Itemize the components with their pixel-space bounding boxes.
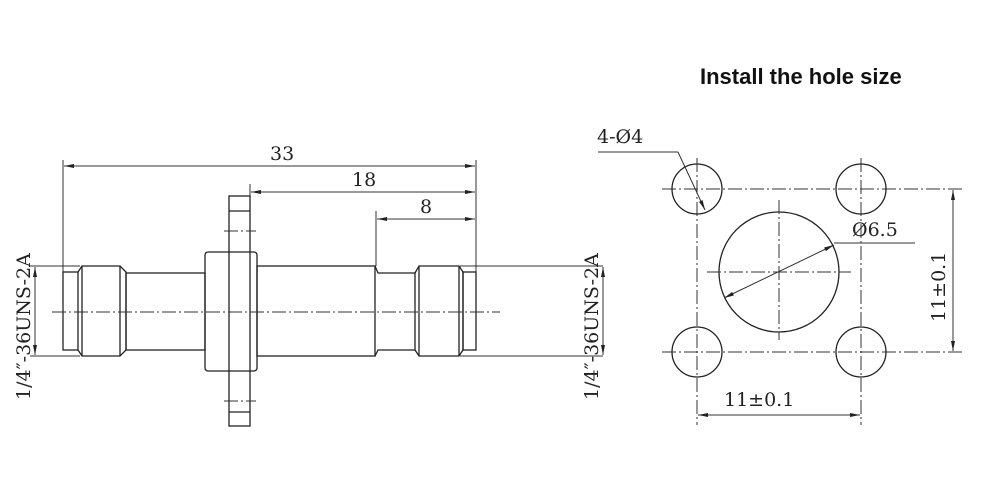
side-view: 33 18 8 1/4″-36UNS-2A 1/4″-36UNS-2A — [13, 143, 605, 427]
dim-neck-to-end: 8 — [420, 196, 432, 218]
dim-overall-length: 33 — [270, 143, 294, 165]
page-title: Install the hole size — [700, 64, 902, 89]
center-hole-label: Ø6.5 — [852, 219, 898, 241]
thread-label-right: 1/4″-36UNS-2A — [581, 253, 603, 400]
vertical-spacing-label: 11±0.1 — [928, 252, 950, 322]
horizontal-spacing-label: 11±0.1 — [724, 389, 794, 411]
mount-holes-label: 4-Ø4 — [597, 126, 643, 148]
hole-pattern: Ø6.5 4-Ø4 11±0.1 11±0.1 — [597, 126, 962, 425]
mount-hole — [671, 163, 723, 215]
mount-hole — [835, 163, 887, 215]
mount-hole — [671, 326, 723, 378]
dim-flange-to-end: 18 — [352, 169, 376, 191]
mount-hole — [835, 326, 887, 378]
thread-label-left: 1/4″-36UNS-2A — [13, 253, 35, 400]
